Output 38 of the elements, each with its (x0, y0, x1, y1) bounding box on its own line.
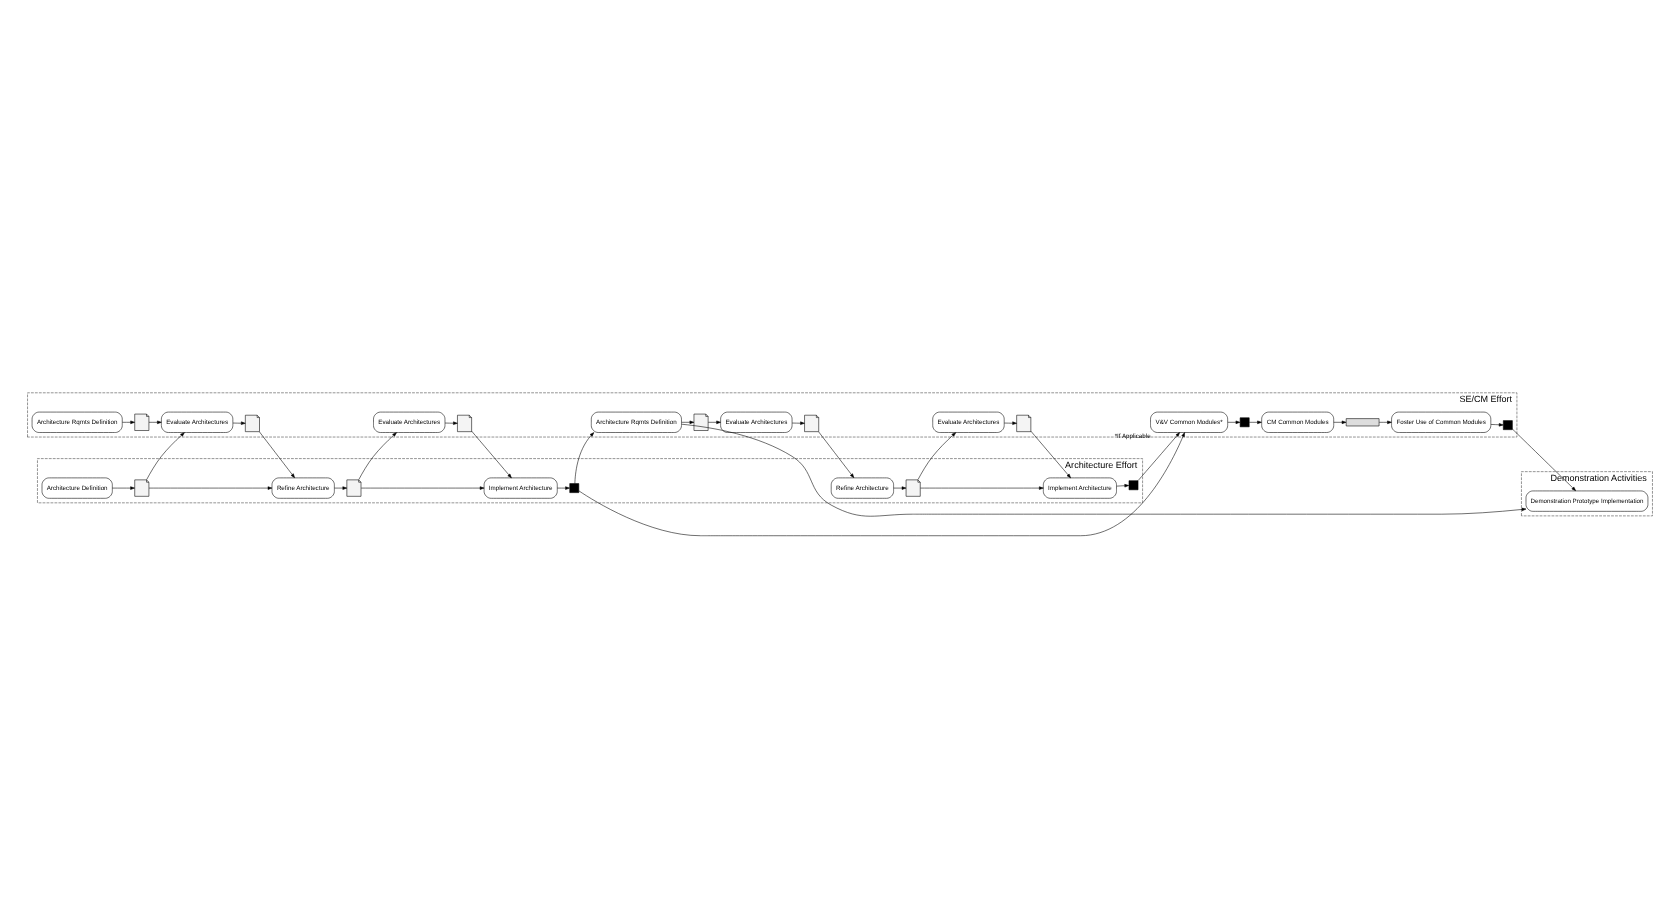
arrow (578, 432, 1185, 536)
arrow (1003, 421, 1017, 425)
arrow (791, 421, 805, 425)
node-box (1239, 417, 1250, 428)
node-box (1128, 480, 1139, 491)
arrow (707, 420, 721, 424)
arrow (122, 420, 135, 424)
arrow (1490, 423, 1504, 427)
arrow (232, 421, 246, 425)
arrow (112, 486, 135, 490)
arrow (1030, 430, 1071, 479)
node-bar (1345, 418, 1380, 427)
arrow (360, 486, 485, 490)
arrow (148, 420, 162, 424)
arrow (1227, 420, 1241, 424)
arrow (920, 486, 1044, 490)
arrow (1249, 420, 1262, 424)
arrow (557, 486, 570, 490)
arrow (358, 432, 397, 480)
arrow (1333, 420, 1347, 424)
arrow (917, 432, 956, 480)
arrow (681, 423, 1527, 517)
arrow (146, 432, 185, 480)
arrow (1378, 420, 1392, 424)
arrow (1137, 432, 1180, 481)
arrow (818, 431, 855, 478)
arrow (681, 420, 695, 424)
arrow (444, 421, 458, 425)
arrow (148, 486, 273, 490)
arrow (471, 430, 512, 479)
arrow (1116, 484, 1129, 488)
arrow (1512, 428, 1576, 491)
arrow (259, 431, 295, 478)
arrow (574, 432, 595, 484)
arrow (334, 486, 348, 490)
node-box (569, 483, 580, 493)
node-box (1503, 420, 1513, 430)
arrow (893, 486, 907, 490)
